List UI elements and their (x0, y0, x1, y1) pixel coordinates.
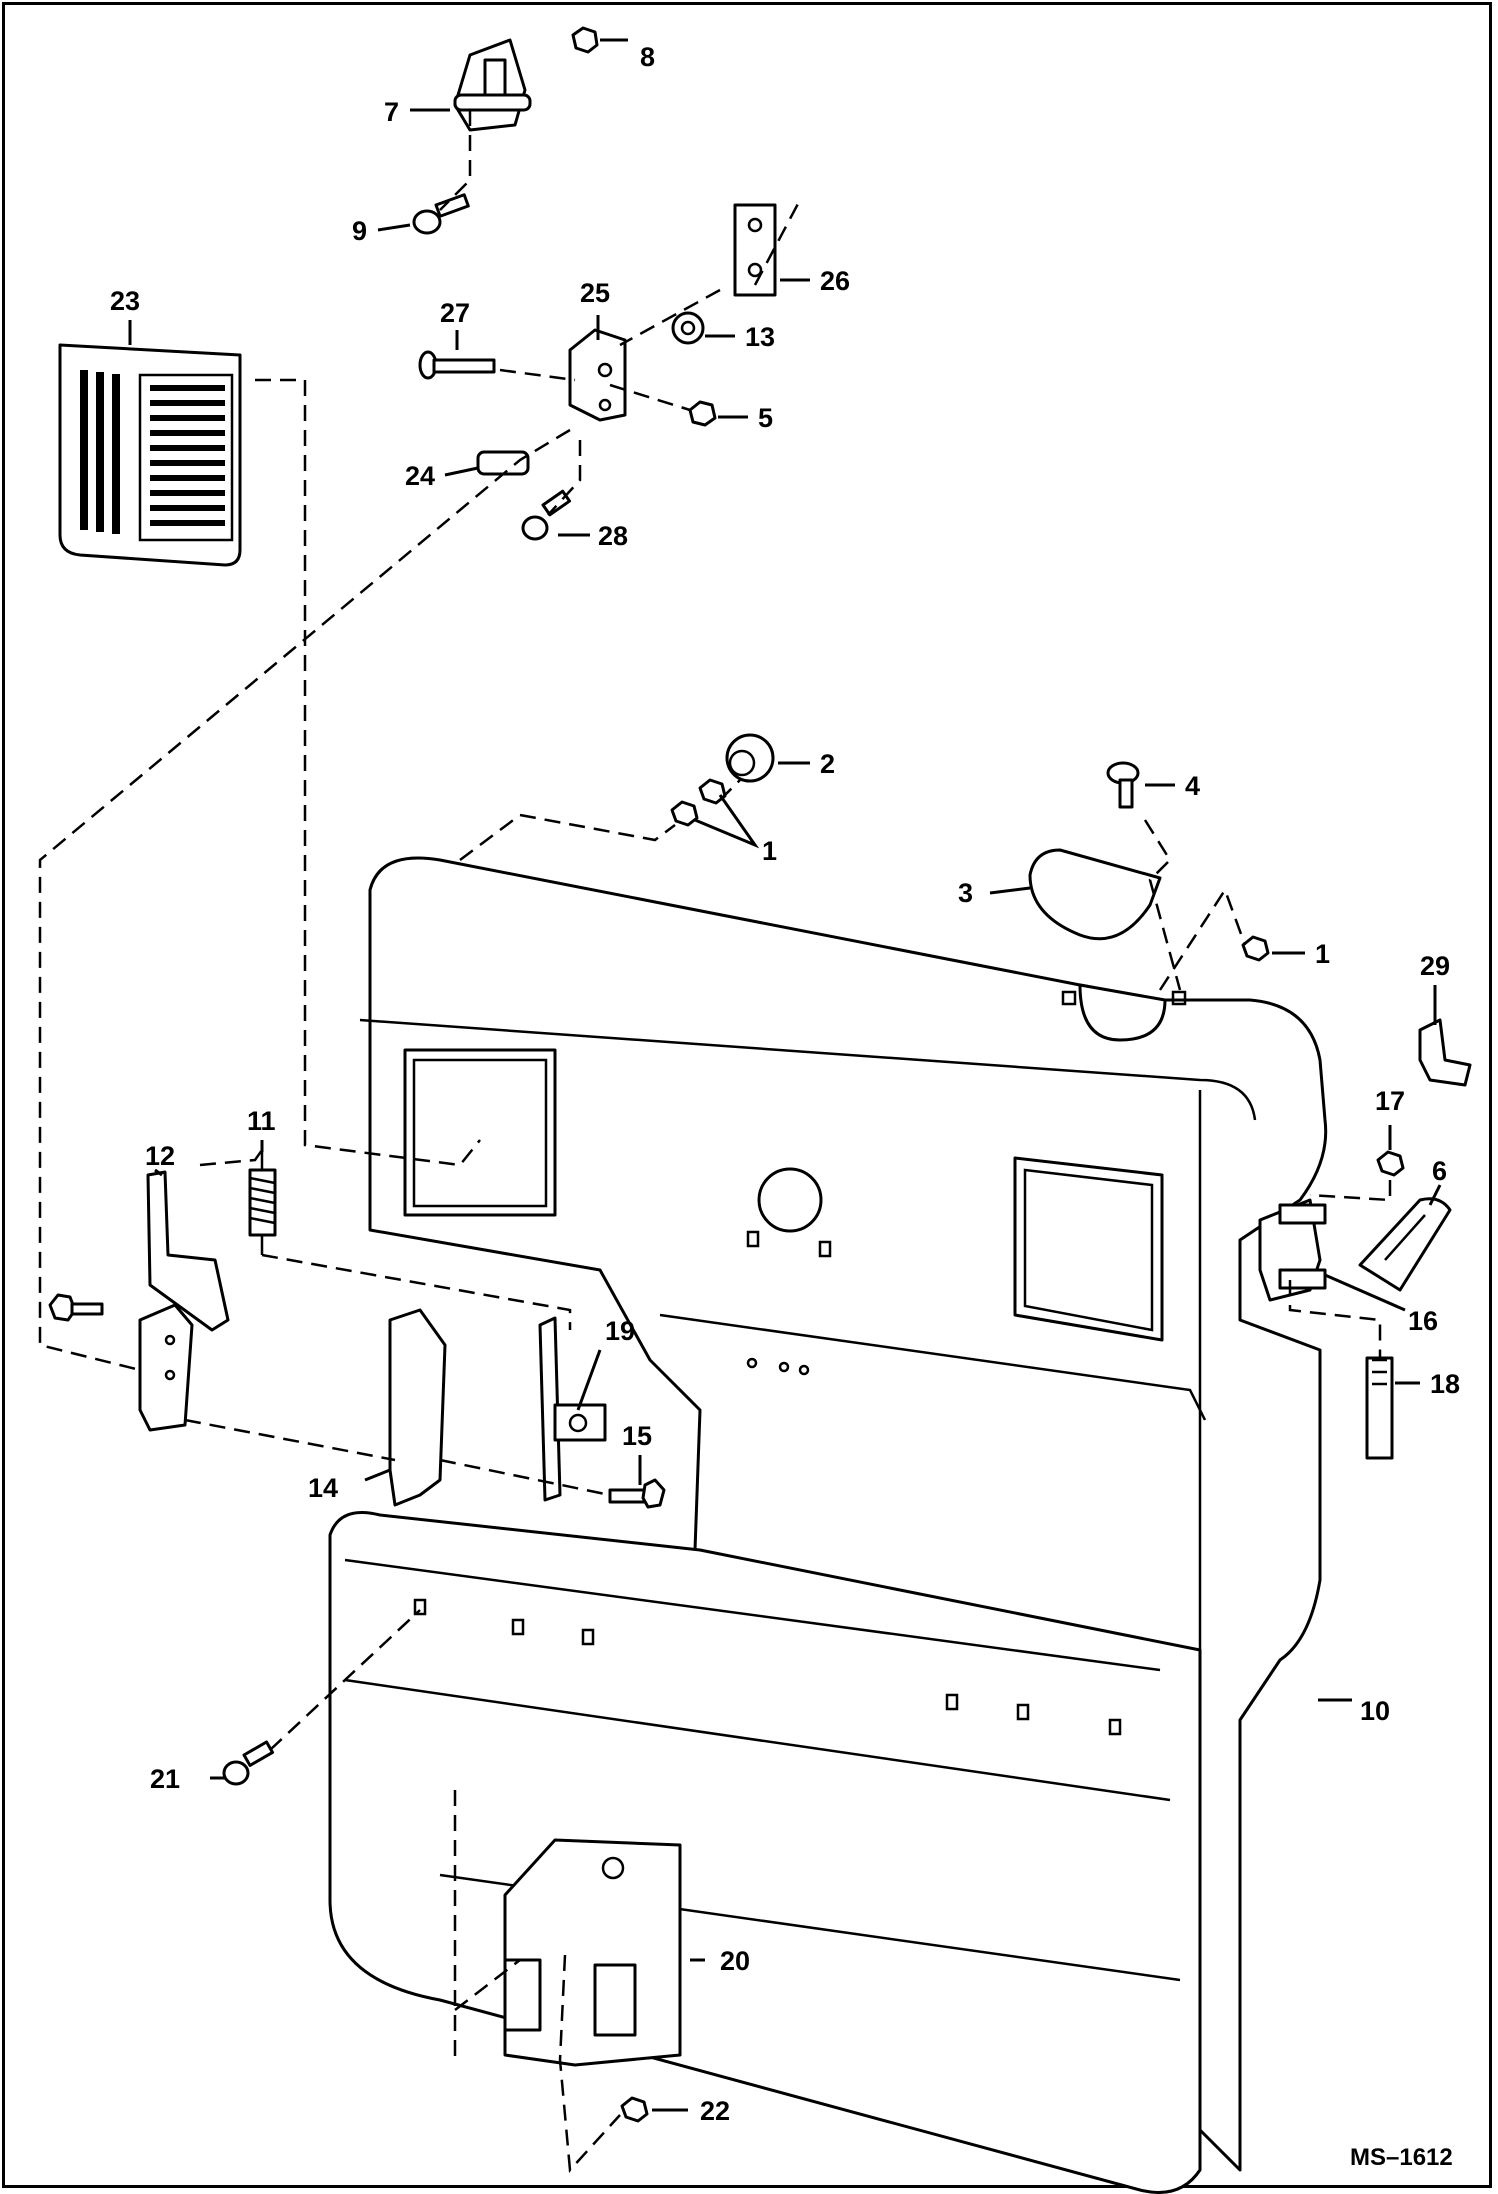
callout-21: 21 (150, 1764, 180, 1794)
bracket-part-25 (568, 328, 627, 422)
drawing-id: MS–1612 (1350, 2144, 1453, 2171)
callout-6: 6 (1432, 1156, 1447, 1186)
callout-14: 14 (308, 1473, 338, 1503)
callout-10: 10 (1360, 1696, 1390, 1726)
callout-16: 16 (1408, 1306, 1438, 1336)
callout-8: 8 (640, 42, 655, 72)
bracket-part-20 (503, 1838, 682, 2067)
callout-29: 29 (1420, 951, 1450, 981)
callout-17: 17 (1375, 1086, 1405, 1116)
nut-part-17 (1376, 1150, 1405, 1177)
callout-2: 2 (820, 749, 835, 779)
latch-block (138, 1303, 194, 1432)
callout-18: 18 (1430, 1369, 1460, 1399)
grille-part-23 (58, 343, 242, 567)
pin-part-18 (1365, 1356, 1394, 1460)
callout-3: 3 (958, 878, 973, 908)
callout-1a: 1 (762, 836, 777, 866)
bolt-part-15 (608, 1478, 666, 1509)
callout-15: 15 (622, 1421, 652, 1451)
hinge-mount-part-16 (1258, 1198, 1327, 1302)
callout-25: 25 (580, 278, 610, 308)
bushing-part-2 (725, 733, 775, 783)
callout-11: 11 (247, 1106, 276, 1136)
callout-7: 7 (384, 97, 399, 127)
callout-27: 27 (440, 298, 470, 328)
plate-part-3 (1028, 848, 1162, 941)
callout-22: 22 (700, 2096, 730, 2126)
bracket-part-14 (388, 1308, 447, 1507)
callout-13: 13 (745, 322, 775, 352)
callout-4: 4 (1185, 771, 1200, 801)
callout-labels: 8 7 9 26 23 27 25 13 5 24 28 2 1 4 3 1 2… (110, 42, 1460, 2171)
bolt-part-21 (222, 1740, 275, 1786)
bolt-left (48, 1293, 104, 1322)
bolt-part-9 (412, 193, 470, 235)
latch-part-7 (453, 38, 532, 132)
callout-20: 20 (720, 1946, 750, 1976)
lever-part-12 (146, 1170, 230, 1332)
nut-part-1a (670, 800, 699, 827)
callout-19: 19 (605, 1316, 635, 1346)
callout-24: 24 (405, 461, 435, 491)
nut-part-1c (1241, 935, 1270, 962)
washer-part-13 (671, 311, 705, 345)
nut-part-8 (571, 26, 599, 54)
bracket-part-6 (1358, 1197, 1452, 1292)
callout-5: 5 (758, 403, 773, 433)
nut-part-22 (620, 2096, 649, 2123)
plate-part-26 (733, 203, 777, 297)
callout-28: 28 (598, 521, 628, 551)
bolt-part-27 (418, 350, 496, 380)
callout-23: 23 (110, 286, 140, 316)
clip-part-29 (1418, 1018, 1472, 1087)
bolt-part-4 (1106, 761, 1140, 809)
callout-1b: 1 (1315, 939, 1330, 969)
spring-part-11 (248, 1150, 277, 1255)
assembly-lines (38, 110, 1392, 2173)
callout-9: 9 (352, 216, 367, 246)
callout-26: 26 (820, 266, 850, 296)
nut-part-5 (688, 400, 717, 427)
callout-12: 12 (145, 1141, 175, 1171)
latch-bar-part-19 (538, 1316, 607, 1502)
pin-part-24 (476, 450, 530, 476)
leader-lines (128, 38, 1442, 2112)
